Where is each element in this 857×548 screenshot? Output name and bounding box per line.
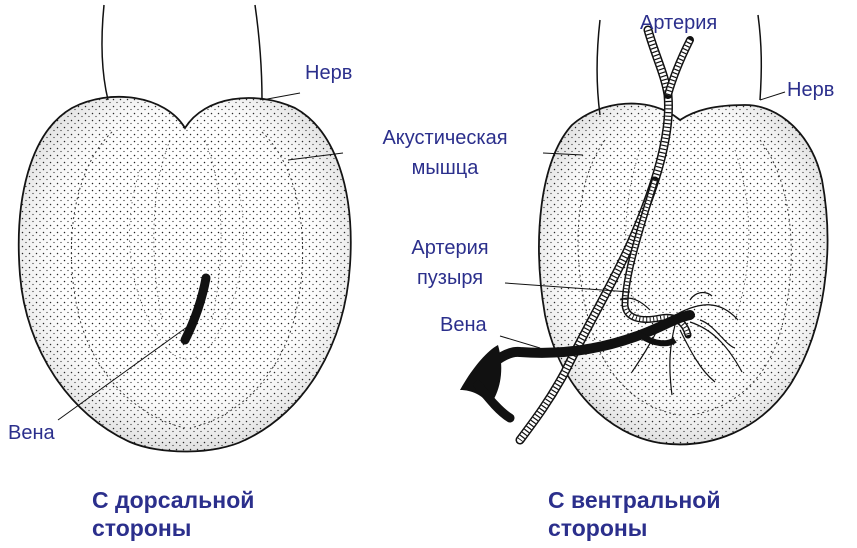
caption-dorsal: С дорсальной стороны — [92, 486, 342, 542]
label-vein-left: Вена — [8, 422, 55, 444]
right-nerve-a — [597, 20, 600, 115]
caption-ventral: С вентральной стороны — [548, 486, 798, 542]
dorsal-organ — [19, 5, 351, 452]
right-vein-leader — [500, 336, 540, 348]
right-nerve-b — [758, 15, 761, 100]
label-bladder-artery: Артерия пузыря — [395, 233, 505, 293]
right-nerve-leader — [760, 92, 785, 100]
left-nerve-b — [255, 5, 262, 100]
label-artery-top: Артерия — [640, 12, 717, 34]
label-acoustic-muscle: Акустическая мышца — [350, 123, 540, 183]
ventral-organ — [460, 15, 827, 444]
left-nerve-a — [102, 5, 108, 100]
label-vein-right: Вена — [440, 314, 487, 336]
label-nerve-right: Нерв — [787, 79, 834, 101]
label-nerve-left: Нерв — [305, 62, 352, 84]
